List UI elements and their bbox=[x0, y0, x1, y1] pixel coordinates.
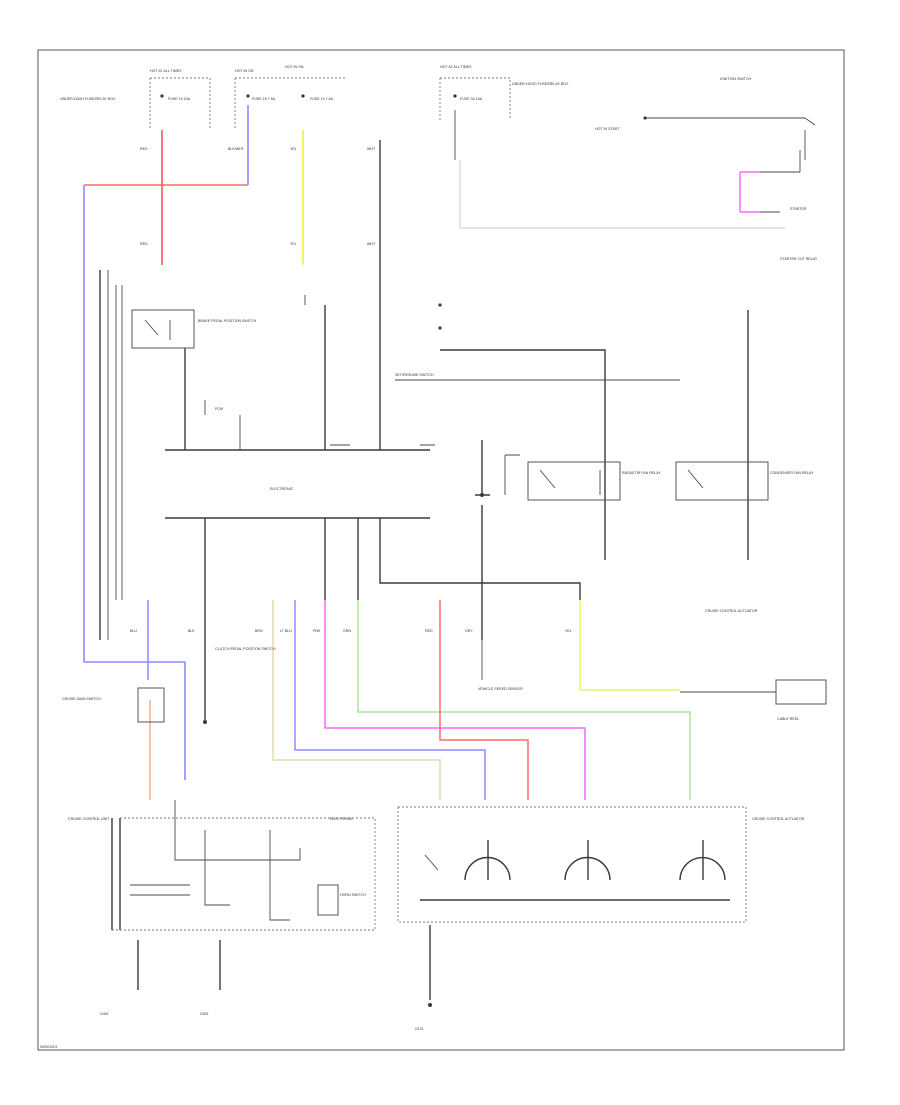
label-pcm-top: PCM bbox=[215, 407, 223, 411]
fuse-box-right: HOT AT ALL TIMES UNDER-HOOD FUSE/RELAY B… bbox=[439, 65, 569, 120]
label-wire-yel-1: YEL bbox=[290, 147, 297, 151]
label-hot-at-all-times-2: HOT AT ALL TIMES bbox=[440, 65, 472, 69]
label-ground-g501: G501 bbox=[200, 1012, 209, 1016]
label-ground-g401: G401 bbox=[100, 1012, 109, 1016]
label-fuse-a: FUSE 15 10A bbox=[168, 97, 191, 101]
label-cable-reel: CABLE REEL bbox=[777, 717, 799, 721]
relay-cluster: SET/RESUME SWITCH RADIATOR FAN RELAY CON… bbox=[395, 303, 814, 640]
label-fuse-box-left: UNDER-DASH FUSE/RELAY BOX bbox=[60, 97, 116, 101]
actuator-motor-unit: CRUISE CONTROL ACTUATOR G101 bbox=[397, 806, 805, 1031]
label-wire-yel-3: YEL bbox=[565, 629, 572, 633]
label-wire-pnk-1: PNK bbox=[313, 629, 321, 633]
wire-pnk bbox=[324, 600, 586, 800]
wire-lt-blu bbox=[294, 600, 486, 800]
fuse-box-left: HOT AT ALL TIMES UNDER-DASH FUSE/RELAY B… bbox=[60, 69, 211, 130]
fuse-box-center: HOT IN ON HOT IN ON FUSE 18 7.5A FUSE 14… bbox=[234, 65, 345, 130]
wire-blu-left bbox=[83, 185, 186, 780]
label-ground-g101: G101 bbox=[415, 1027, 424, 1031]
lower-left-module: ELECTRONIC CRUISE CONTROL UNIT HORN SWIT… bbox=[68, 800, 376, 1016]
label-actuator: CRUISE CONTROL ACTUATOR bbox=[705, 609, 758, 613]
label-starter-cut: STARTER CUT RELAY bbox=[780, 257, 818, 261]
label-brake-switch: BRAKE PEDAL POSITION SWITCH bbox=[198, 319, 257, 323]
footer-code: W0001001 bbox=[40, 1045, 57, 1049]
cruise-main-switch: CRUISE MAIN SWITCH CLUTCH PEDAL POSITION… bbox=[62, 600, 276, 724]
label-horn: HORN SWITCH bbox=[340, 893, 366, 897]
label-radiator-relay: RADIATOR FAN RELAY bbox=[622, 471, 661, 475]
brake-pedal-switch: BRAKE PEDAL POSITION SWITCH bbox=[131, 309, 257, 450]
cruise-actuator: CRUISE CONTROL ACTUATOR CABLE REEL bbox=[680, 609, 827, 721]
label-wire-ltblu-1: LT BLU bbox=[280, 629, 292, 633]
label-wire-gry-1: GRY bbox=[465, 629, 473, 633]
label-condenser-relay: CONDENSER FAN RELAY bbox=[770, 471, 814, 475]
label-wire-red-1: RED bbox=[140, 147, 148, 151]
electronic-module-bus: ELECTRONIC bbox=[165, 444, 435, 519]
diagram-frame bbox=[37, 49, 845, 1051]
wire-red-lower bbox=[439, 600, 529, 800]
label-hot-in-start: HOT IN START bbox=[595, 127, 620, 131]
label-wire-brn-1: BRN bbox=[255, 629, 263, 633]
label-fuse-c: FUSE 14 7.5A bbox=[310, 97, 334, 101]
label-wire-blk-wht: BLK/WHT bbox=[228, 147, 245, 151]
wire-grn bbox=[357, 600, 691, 800]
label-wire-blu-1: BLU bbox=[130, 629, 137, 633]
label-cruise-control-unit: CRUISE CONTROL UNIT bbox=[68, 817, 110, 821]
label-wire-red-3: RED bbox=[425, 629, 433, 633]
starter-circuit: IGNITION SWITCH HOT IN START STARTER STA… bbox=[595, 77, 818, 261]
label-wire-wht-2: WHT bbox=[367, 242, 376, 246]
wire-yel-lower bbox=[579, 600, 680, 691]
wire-brn bbox=[272, 600, 441, 800]
label-wire-wht-1: WHT bbox=[367, 147, 376, 151]
left-wire-bundle bbox=[99, 270, 123, 640]
label-hot-at-all-times-1: HOT AT ALL TIMES bbox=[150, 69, 182, 73]
label-vss-unit: CRUISE CONTROL ACTUATOR bbox=[752, 817, 805, 821]
wire-wht-starter-cut bbox=[459, 160, 785, 229]
label-wire-red-2: RED bbox=[140, 242, 148, 246]
label-cruise-main-switch: CRUISE MAIN SWITCH bbox=[62, 697, 101, 701]
label-hot-in-on-1: HOT IN ON bbox=[235, 69, 254, 73]
label-wire-yel-2: YEL bbox=[290, 242, 297, 246]
label-clutch-switch: CLUTCH PEDAL POSITION SWITCH bbox=[215, 647, 276, 651]
label-set-resume: SET/RESUME SWITCH bbox=[395, 373, 434, 377]
label-fuse-box-right: UNDER-HOOD FUSE/RELAY BOX bbox=[512, 82, 569, 86]
label-starter: STARTER bbox=[790, 207, 807, 211]
label-hot-in-on-2: HOT IN ON bbox=[285, 65, 304, 69]
label-ign-relay: IGNITION SWITCH bbox=[720, 77, 752, 81]
label-elec-module-1: ELECTRONIC bbox=[270, 487, 294, 491]
label-elec-module-2: ELECTRONIC bbox=[330, 817, 354, 821]
label-fuse-b: FUSE 18 7.5A bbox=[252, 97, 276, 101]
label-vss: VEHICLE SPEED SENSOR bbox=[478, 687, 523, 691]
label-fuse-d: FUSE 34 15A bbox=[460, 97, 483, 101]
label-wire-grn-1: GRN bbox=[343, 629, 351, 633]
label-wire-blk-1: BLK bbox=[188, 629, 195, 633]
